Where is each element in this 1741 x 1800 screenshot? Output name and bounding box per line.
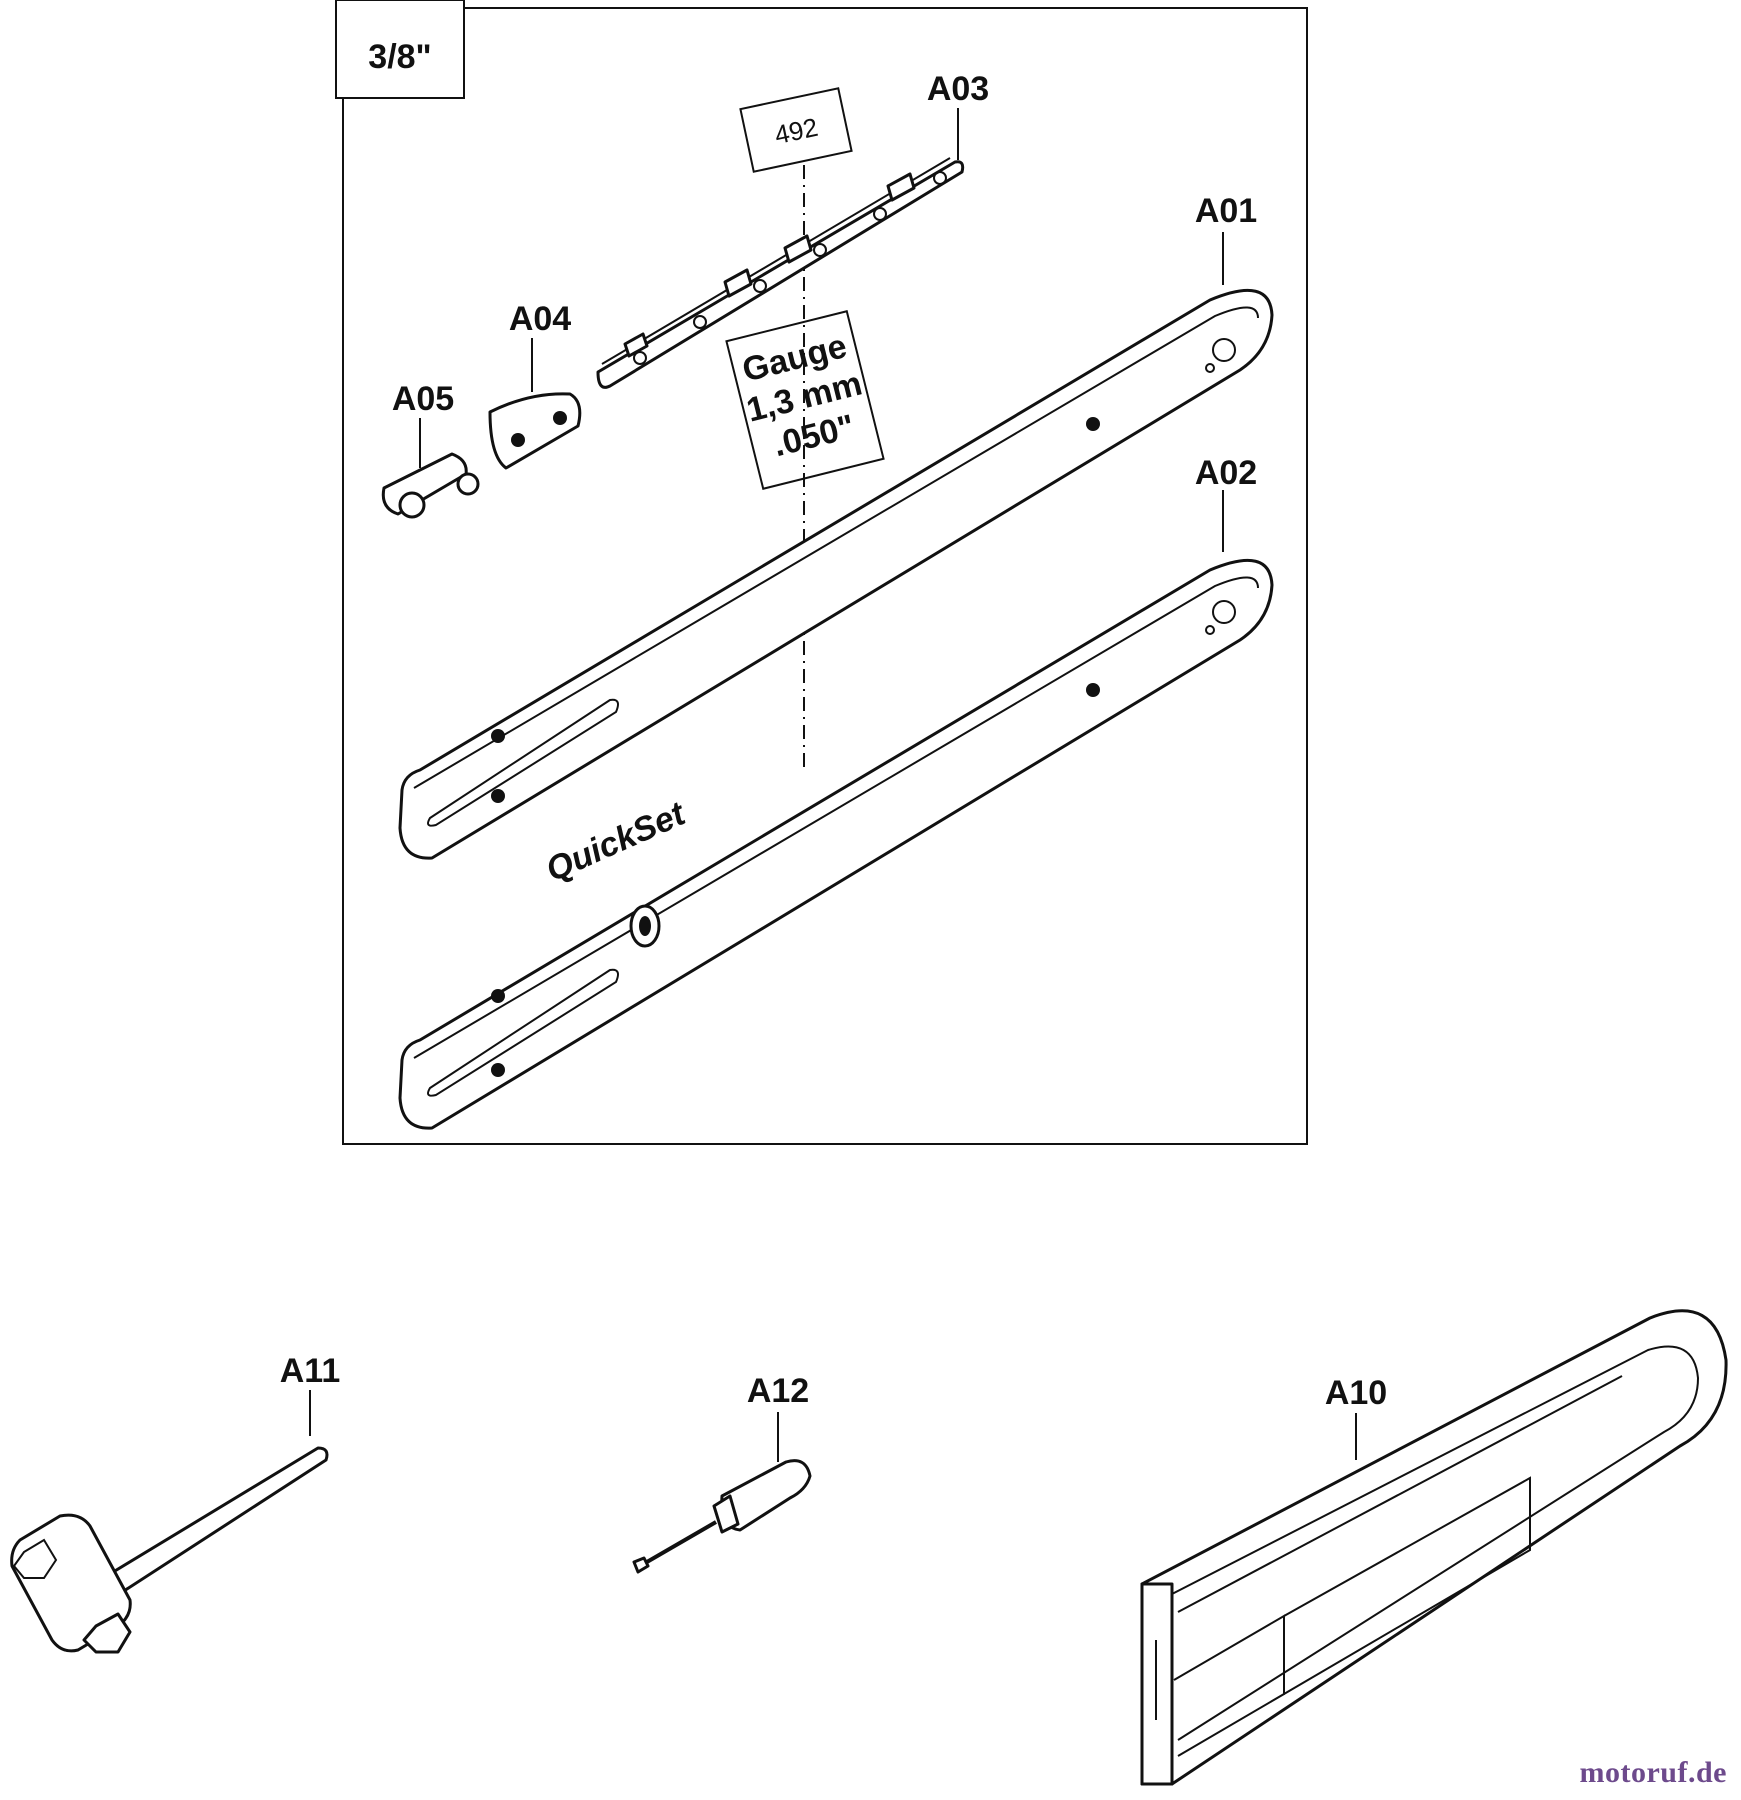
bar-cover-a10 <box>1140 1309 1728 1786</box>
screwdriver-a12 <box>632 1459 812 1574</box>
bar-brand: QuickSet <box>540 794 692 889</box>
guide-bar-a01 <box>398 288 1274 860</box>
part-label-a10: A10 <box>1325 1374 1387 1412</box>
watermark: motoruf.de <box>1580 1756 1727 1790</box>
section-frame <box>342 7 1308 1145</box>
part-label-a01: A01 <box>1195 192 1257 230</box>
chain-link-a04 <box>488 392 582 470</box>
section-size-label: 3/8" <box>368 38 431 76</box>
saw-chain-a03 <box>596 157 965 389</box>
part-label-a04: A04 <box>509 300 571 338</box>
leader-lines <box>309 108 1357 1462</box>
size-label-box <box>335 0 465 99</box>
guide-bar-a02: QuickSet <box>398 558 1274 1130</box>
part-label-a05: A05 <box>392 380 454 418</box>
rivet-a05 <box>381 452 480 519</box>
part-label-a02: A02 <box>1195 454 1257 492</box>
part-label-a12: A12 <box>747 1372 809 1410</box>
part-label-a03: A03 <box>927 70 989 108</box>
chain-code-box: 492 <box>739 87 853 173</box>
combination-wrench-a11 <box>10 1446 329 1654</box>
watermark-text: motoruf.de <box>1579 1756 1727 1789</box>
part-label-a11: A11 <box>280 1352 341 1390</box>
